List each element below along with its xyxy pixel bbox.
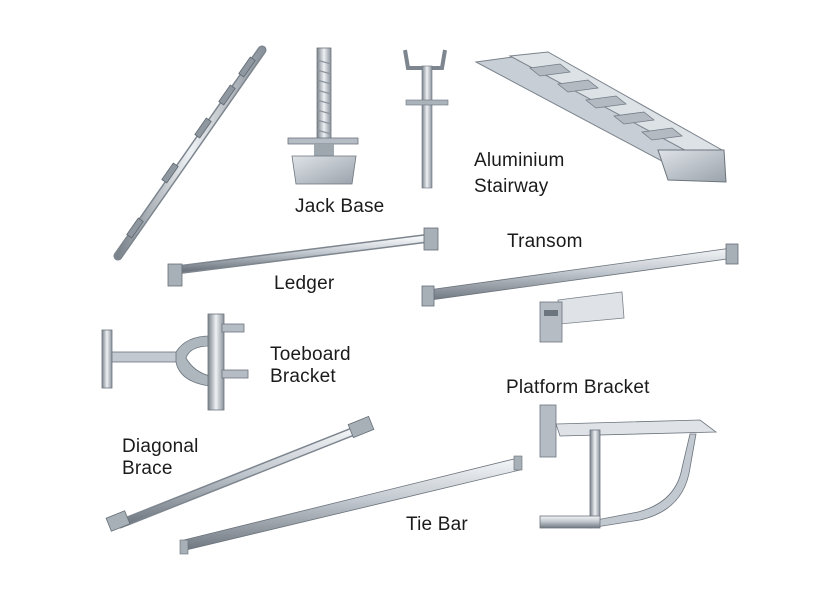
transom-part [421, 243, 739, 307]
diagonal-brace-label-line-1: Diagonal [122, 436, 199, 457]
jack-base-part [287, 47, 359, 185]
ledger-part [167, 227, 439, 287]
jack-base-label: Jack Base [295, 196, 385, 217]
tie-bar-label: Tie Bar [406, 514, 468, 535]
tie-bar-part [179, 455, 523, 555]
diagonal-brace-part [105, 415, 375, 532]
aluminium-stairway-label-line-1: Aluminium [474, 150, 565, 171]
toeboard-bracket-part [101, 313, 249, 411]
toeboard-bracket-label-line-2: Bracket [270, 366, 336, 387]
aluminium-stairway-part [474, 51, 727, 183]
transom-detail-part [539, 291, 625, 343]
toeboard-bracket-label-line-1: Toeboard [270, 344, 351, 365]
transom-label: Transom [507, 231, 583, 252]
diagonal-brace-label-line-2: Brace [122, 458, 173, 479]
aluminium-stairway-label: Aluminium Stairway [474, 150, 565, 198]
aluminium-stairway-label-line-2: Stairway [474, 176, 549, 197]
ledger-label: Ledger [274, 273, 335, 294]
platform-bracket-part [539, 404, 718, 529]
platform-bracket-label: Platform Bracket [506, 377, 650, 398]
u-head-jack-part [403, 49, 449, 189]
diagonal-brace-label: Diagonal Brace [122, 436, 199, 480]
toeboard-bracket-label: Toeboard Bracket [270, 344, 351, 388]
standard-pipe [113, 45, 267, 261]
